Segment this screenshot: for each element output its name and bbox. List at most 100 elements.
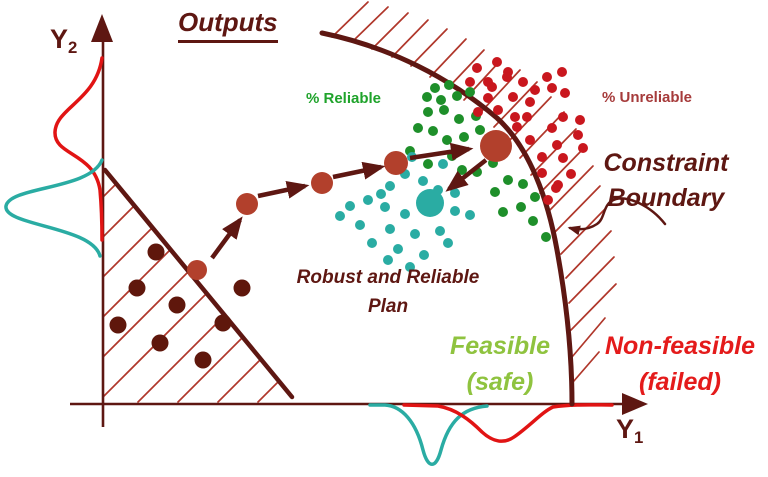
scatter-dot-green bbox=[459, 132, 469, 142]
non-feasible-label: Non-feasible (failed) bbox=[592, 328, 768, 401]
hatch-line bbox=[371, 12, 409, 50]
scatter-dot-red bbox=[492, 57, 502, 67]
triangle-hatch bbox=[102, 184, 279, 403]
diagonal-constraint bbox=[102, 167, 295, 400]
bottom-teal-pdf bbox=[368, 403, 489, 466]
scatter-dot-green bbox=[430, 83, 440, 93]
scatter-dot-green bbox=[516, 202, 526, 212]
scatter-dot-teal bbox=[419, 250, 429, 260]
scatter-dot-green bbox=[530, 192, 540, 202]
scatter-dot-green bbox=[436, 95, 446, 105]
scatter-dot-teal bbox=[435, 226, 445, 236]
scatter-dot-dark bbox=[233, 279, 251, 297]
hatch-line bbox=[391, 19, 429, 58]
hatch-line bbox=[102, 228, 152, 278]
hatch-line bbox=[554, 185, 601, 233]
scatter-dot-green bbox=[442, 135, 452, 145]
scatter-dot-green bbox=[428, 126, 438, 136]
scatter-dot-red bbox=[543, 195, 553, 205]
scatter-dot-teal bbox=[443, 238, 453, 248]
scatter-dot-green bbox=[498, 207, 508, 217]
hatch-line bbox=[479, 69, 521, 114]
scatter-dot-red bbox=[547, 83, 557, 93]
trajectory-dot bbox=[480, 130, 512, 162]
scatter-dot-red bbox=[510, 112, 520, 122]
bottom-red-pdf bbox=[402, 403, 614, 443]
scatter-dot-green bbox=[475, 125, 485, 135]
non-feasible-line1: Non-feasible bbox=[604, 332, 756, 360]
hatch-line bbox=[447, 49, 485, 89]
robust-plan-dot bbox=[416, 189, 444, 217]
hatch-line bbox=[102, 206, 134, 238]
scatter-dot-green bbox=[413, 123, 423, 133]
arc-hatch bbox=[331, 1, 617, 383]
robust-plan-label: Robust and Reliable Plan bbox=[288, 264, 488, 321]
trajectory-arrow bbox=[445, 158, 488, 192]
scatter-dot-red bbox=[537, 168, 547, 178]
scatter-dot-red bbox=[552, 140, 562, 150]
trajectory-arrow bbox=[210, 216, 243, 260]
hatch-line bbox=[429, 38, 467, 78]
scatter-dot-green bbox=[423, 107, 433, 117]
scatter-dot-red bbox=[518, 77, 528, 87]
scatter-dot-red bbox=[573, 130, 583, 140]
hatch-line bbox=[410, 28, 448, 67]
constraint-boundary-label: Constraint Boundary bbox=[588, 146, 744, 215]
left-red-pdf bbox=[53, 56, 104, 242]
scatter-dot-red bbox=[522, 112, 532, 122]
scatter-dot-teal bbox=[367, 238, 377, 248]
scatter-dot-red bbox=[575, 115, 585, 125]
scatter-dot-red bbox=[542, 72, 552, 82]
scatter-dot-teal bbox=[345, 201, 355, 211]
scatter-dot-green bbox=[465, 87, 475, 97]
scatter-dots bbox=[109, 57, 588, 369]
non-feasible-line2: (failed) bbox=[639, 368, 721, 397]
left-teal-pdf bbox=[4, 158, 104, 258]
hatch-line bbox=[217, 359, 261, 403]
scatter-dot-teal bbox=[363, 195, 373, 205]
x-axis-arrowhead-icon bbox=[622, 393, 648, 415]
scatter-dot-green bbox=[490, 187, 500, 197]
distribution-curves bbox=[4, 56, 614, 466]
scatter-dot-red bbox=[530, 85, 540, 95]
hatch-line bbox=[351, 6, 389, 43]
scatter-dot-red bbox=[465, 77, 475, 87]
scatter-dot-dark bbox=[147, 243, 165, 261]
scatter-dot-teal bbox=[383, 255, 393, 265]
scatter-dot-red bbox=[525, 97, 535, 107]
scatter-dot-green bbox=[439, 105, 449, 115]
scatter-dot-teal bbox=[393, 244, 403, 254]
scatter-dot-green bbox=[518, 179, 528, 189]
axes bbox=[70, 14, 648, 427]
y1-axis-label: Y1 bbox=[616, 414, 644, 448]
scatter-dot-teal bbox=[400, 209, 410, 219]
hatch-line bbox=[565, 230, 612, 279]
constraint-boundary-line2: Boundary bbox=[607, 183, 725, 212]
scatter-dot-red bbox=[472, 63, 482, 73]
percent-unreliable-label: % Unreliable bbox=[602, 89, 693, 106]
boundary-arc bbox=[319, 30, 575, 407]
hatch-line bbox=[539, 146, 586, 194]
scatter-dot-teal bbox=[418, 176, 428, 186]
feasible-line1: Feasible bbox=[449, 332, 551, 360]
scatter-dot-dark bbox=[151, 334, 169, 352]
scatter-dot-teal bbox=[376, 189, 386, 199]
scatter-dot-red bbox=[560, 88, 570, 98]
hatch-line bbox=[572, 351, 600, 383]
scatter-dot-teal bbox=[385, 181, 395, 191]
scatter-dot-red bbox=[483, 93, 493, 103]
diagram-title: Outputs bbox=[178, 7, 278, 43]
hatch-line bbox=[530, 128, 577, 176]
trajectory-dot bbox=[236, 193, 258, 215]
scatter-dot-red bbox=[558, 153, 568, 163]
scatter-dot-green bbox=[528, 216, 538, 226]
scatter-dot-red bbox=[525, 135, 535, 145]
hatch-line bbox=[102, 271, 189, 358]
hatch-line bbox=[560, 207, 607, 255]
hatch-line bbox=[547, 165, 594, 213]
hatch-line bbox=[257, 381, 279, 403]
scatter-dot-dark bbox=[168, 296, 186, 314]
scatter-dot-green bbox=[454, 114, 464, 124]
